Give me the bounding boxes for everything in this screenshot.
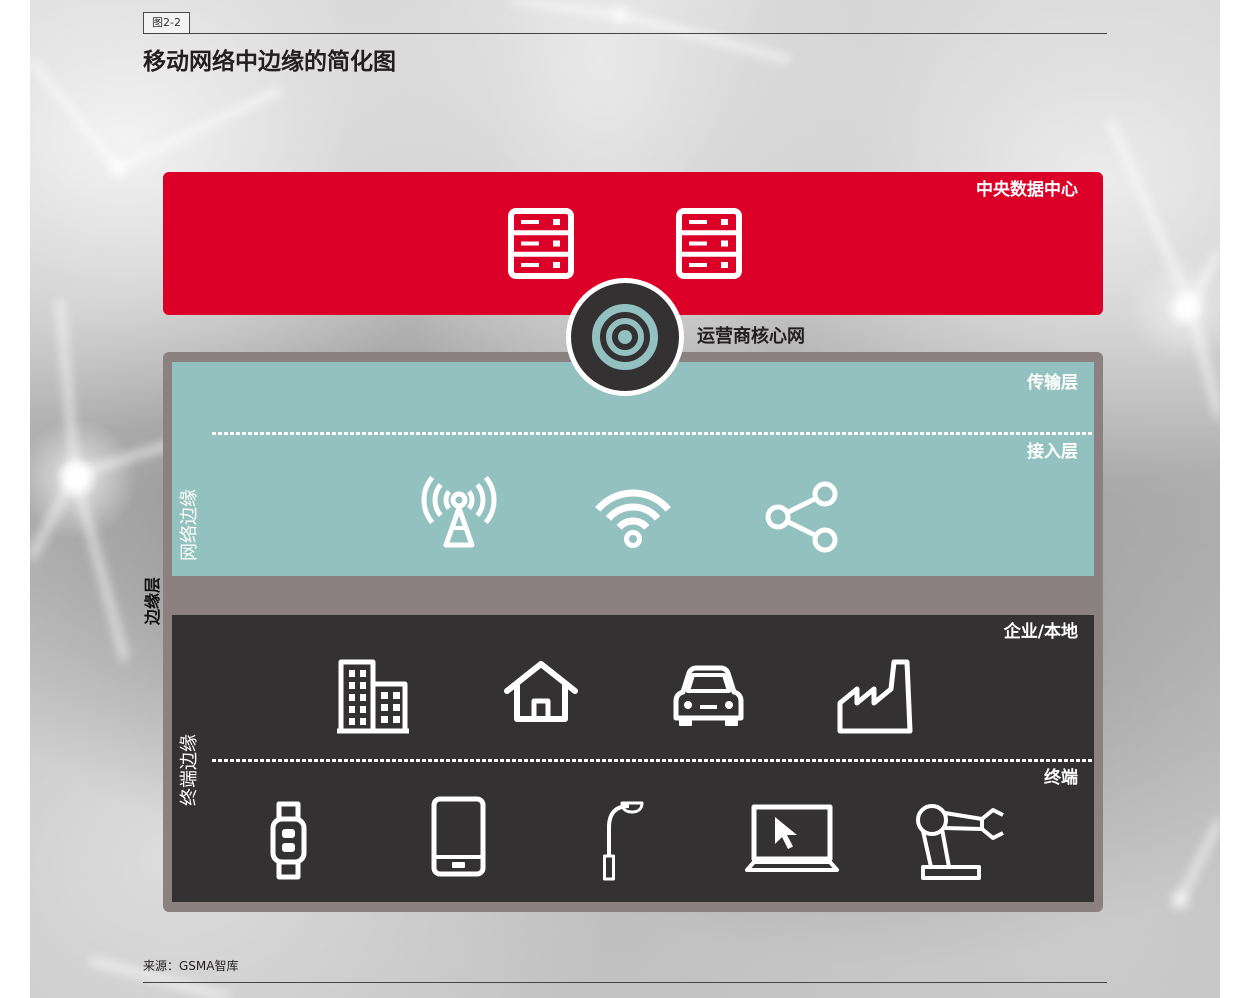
terminal-edge-label: 终端边缘 (179, 734, 200, 806)
smartwatch-icon (270, 801, 307, 880)
share-icon (765, 481, 838, 553)
network-edge-label: 网络边缘 (179, 489, 200, 561)
wifi-icon (595, 489, 671, 548)
background-network-lines (30, 0, 1220, 998)
server-icon (676, 208, 742, 279)
car-icon (673, 665, 744, 726)
terminal-label: 终端 (1044, 768, 1078, 788)
edge-layer-label: 边缘层 (143, 577, 162, 626)
figure-title: 移动网络中边缘的简化图 (143, 49, 396, 75)
building-icon (337, 659, 409, 734)
smartphone-icon (431, 796, 486, 877)
network-edge-section: 传输层 接入层 (172, 362, 1094, 576)
figure-number-label: 图2-2 (143, 12, 190, 34)
server-icon (508, 208, 574, 279)
access-layer-label: 接入层 (1027, 442, 1078, 462)
transport-layer-label: 传输层 (1027, 373, 1078, 393)
operator-core-network-node (566, 278, 684, 396)
figure-source: 来源：GSMA智库 (143, 959, 239, 973)
central-data-center-label: 中央数据中心 (976, 180, 1078, 200)
laptop-icon (745, 804, 839, 872)
terminal-edge-section: 企业/本地 终端 (172, 615, 1094, 902)
street-lamp-icon (603, 801, 644, 881)
house-icon (504, 661, 578, 722)
layer-divider (212, 432, 1094, 435)
operator-core-network-label: 运营商核心网 (697, 326, 805, 347)
footer-divider (143, 982, 1107, 983)
factory-icon (837, 659, 913, 734)
target-icon (592, 304, 658, 370)
enterprise-local-label: 企业/本地 (1003, 622, 1078, 642)
robot-arm-icon (916, 804, 1004, 880)
layer-divider (212, 759, 1094, 762)
header-divider (143, 33, 1107, 34)
antenna-tower-icon (421, 475, 497, 548)
edge-layer-frame: 传输层 接入层 (163, 352, 1103, 912)
